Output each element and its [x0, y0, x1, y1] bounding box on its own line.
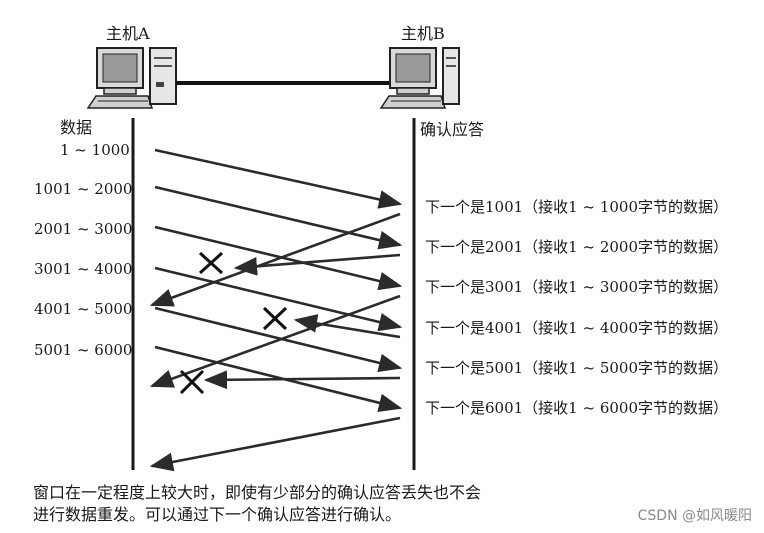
data-range-4: 3001 ~ 4000: [34, 260, 133, 278]
ack-arrow-1: [149, 212, 401, 307]
data-range-1: 1 ~ 1000: [60, 141, 130, 159]
host-b-label: 主机B: [401, 24, 445, 43]
ack-arrow-3: [149, 294, 401, 388]
ack-label-5: 下一个是5001（接收1 ~ 5000字节的数据）: [425, 359, 728, 377]
ack-label-6: 下一个是6001（接收1 ~ 6000字节的数据）: [425, 399, 728, 417]
lost-ack-marks: [179, 251, 288, 395]
segment-arrow-2: [154, 185, 403, 250]
ack-arrow-4-lost: [293, 314, 401, 339]
segment-arrow-4: [154, 266, 403, 332]
computer-b-icon: [379, 47, 460, 109]
host-a-label: 主机A: [106, 24, 150, 43]
data-range-5: 4001 ~ 5000: [34, 300, 133, 318]
ack-arrow-6: [149, 416, 401, 472]
ack-arrow-2-lost: [233, 253, 401, 276]
ack-label-2: 下一个是2001（接收1 ~ 2000字节的数据）: [425, 238, 728, 256]
segment-arrow-1: [154, 148, 403, 209]
watermark: CSDN @如风暖阳: [637, 508, 752, 524]
caption-line-1: 窗口在一定程度上较大时，即使有少部分的确认应答丢失也不会: [33, 483, 482, 502]
ack-heading: 确认应答: [420, 120, 485, 139]
segment-arrow-6: [154, 345, 403, 412]
segment-arrow-3: [154, 225, 403, 291]
data-heading: 数据: [60, 118, 93, 137]
ack-label-3: 下一个是3001（接收1 ~ 3000字节的数据）: [425, 278, 728, 296]
ack-arrow-5-lost: [203, 370, 401, 390]
caption-line-2: 进行数据重发。可以通过下一个确认应答进行确认。: [33, 505, 402, 524]
lost-mark-icon: [198, 251, 224, 275]
lost-mark-icon: [262, 306, 288, 331]
ack-label-1: 下一个是1001（接收1 ~ 1000字节的数据）: [425, 198, 728, 216]
segment-arrow-5: [154, 306, 403, 373]
lost-mark-icon: [179, 369, 205, 395]
computer-a-icon: [86, 47, 177, 109]
data-range-2: 1001 ~ 2000: [34, 180, 133, 198]
ack-label-4: 下一个是4001（接收1 ~ 4000字节的数据）: [425, 319, 728, 337]
data-range-6: 5001 ~ 6000: [34, 341, 133, 359]
data-range-3: 2001 ~ 3000: [34, 220, 133, 238]
